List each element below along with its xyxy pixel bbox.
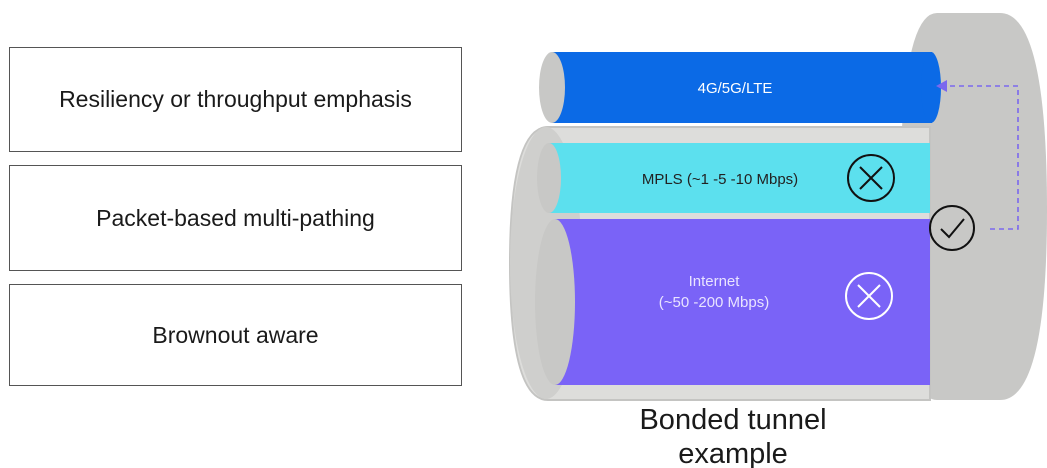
x-circle-icon: [847, 154, 895, 202]
feature-box-resiliency: Resiliency or throughput emphasis: [9, 47, 462, 152]
pipe-label-mpls: MPLS (~1 -5 -10 Mbps): [642, 171, 798, 188]
caption-line1: Bonded tunnel: [639, 404, 826, 436]
pipe-label-internet-speed: (~50 -200 Mbps): [659, 294, 769, 311]
pipe-lte: [539, 52, 941, 123]
feature-label-brownout: Brownout aware: [152, 321, 319, 348]
caption-line2: example: [678, 438, 788, 468]
feature-box-brownout: Brownout aware: [9, 284, 462, 386]
feature-label-multipathing: Packet-based multi-pathing: [96, 204, 375, 231]
feature-label-resiliency: Resiliency or throughput emphasis: [59, 86, 412, 112]
pipe-internet: [535, 219, 930, 385]
pipe-label-internet: Internet: [689, 273, 741, 290]
check-circle-icon: [929, 205, 975, 251]
dashed-arrow-icon: [936, 80, 1019, 230]
x-circle-icon: [845, 272, 893, 320]
feature-box-multipathing: Packet-based multi-pathing: [9, 165, 462, 271]
pipe-label-lte: 4G/5G/LTE: [698, 80, 773, 97]
